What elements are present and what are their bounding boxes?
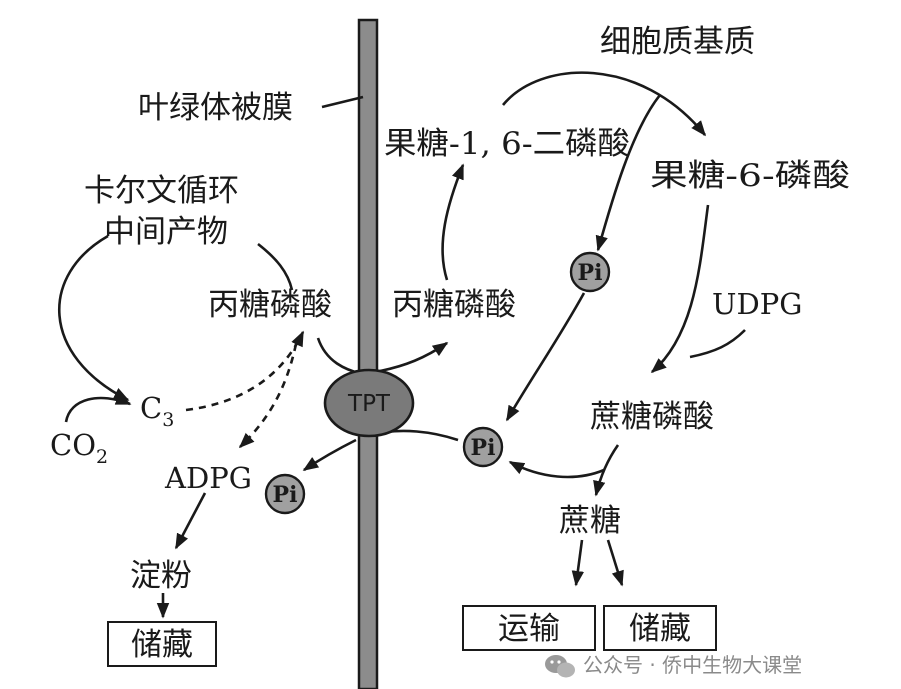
cytoplasm-matrix-label: 细胞质基质 bbox=[600, 24, 755, 60]
arrow-co2-to-c3 bbox=[64, 392, 132, 423]
c3-label: C3 bbox=[140, 391, 174, 431]
chloroplast-membrane bbox=[357, 18, 379, 689]
arrow-fbp-to-f6p bbox=[501, 71, 707, 137]
arrow-triose-to-fbp bbox=[441, 163, 465, 281]
pi-circle-chloroplast bbox=[264, 473, 306, 515]
starch-label: 淀粉 bbox=[130, 558, 192, 594]
arrow-intermediates-to-c3 bbox=[57, 234, 130, 402]
storage-box-right bbox=[603, 605, 717, 651]
tpt-transporter bbox=[323, 368, 415, 438]
arrow-intermediates-to-triose bbox=[257, 242, 294, 291]
arrow-f6p-to-sucrose-phosphate bbox=[650, 204, 710, 374]
dashed-arrow-triose-to-adpg bbox=[238, 343, 298, 449]
pi-circle-upper bbox=[569, 251, 611, 293]
tpt-label: TPT bbox=[347, 391, 391, 417]
calvin-cycle-label-line1: 卡尔文循环 bbox=[84, 173, 239, 209]
pi-circle-lower bbox=[462, 426, 504, 468]
calvin-cycle-label-line2: 中间产物 bbox=[104, 214, 228, 250]
watermark-text: 公众号 · 侨中生物大课堂 bbox=[583, 653, 802, 677]
dashed-arrow-c3-to-triose bbox=[185, 330, 305, 412]
c3-main: C bbox=[140, 391, 162, 425]
storage-right-label: 储藏 bbox=[629, 611, 691, 647]
arrow-branch-to-pi-lower bbox=[508, 460, 605, 479]
sucrose-phosphate-label: 蔗糖磷酸 bbox=[590, 399, 714, 435]
arrow-udpg-join bbox=[689, 329, 746, 359]
arrow-inner-triose-into-tpt bbox=[316, 337, 363, 376]
wechat-icon bbox=[545, 655, 575, 678]
arrow-pi-into-tpt bbox=[385, 429, 459, 442]
arrow-sucrose-phosphate-to-sucrose bbox=[593, 444, 620, 497]
storage-left-label: 储藏 bbox=[131, 627, 193, 663]
arrow-sucrose-to-storage bbox=[606, 539, 624, 587]
pi-label-upper: Pi bbox=[578, 260, 603, 286]
triose-phosphate-outer-label: 丙糖磷酸 bbox=[392, 287, 516, 323]
co2-main: CO bbox=[50, 428, 96, 462]
co2-label: CO2 bbox=[50, 428, 108, 468]
chloroplast-envelope-label: 叶绿体被膜 bbox=[138, 90, 293, 126]
arrow-pi-upper-to-pi-lower bbox=[505, 292, 586, 422]
pi-label-lower: Pi bbox=[471, 435, 496, 461]
pi-label-chloroplast: Pi bbox=[273, 482, 298, 508]
co2-subscript: 2 bbox=[96, 446, 108, 468]
envelope-leader-line bbox=[321, 95, 364, 109]
arrow-adpg-to-starch bbox=[174, 492, 207, 550]
storage-box-left bbox=[107, 621, 217, 667]
fructose-6-phosphate-label: 果糖-6-磷酸 bbox=[650, 158, 850, 194]
transport-label: 运输 bbox=[498, 611, 560, 647]
arrow-tpt-to-inner-pi bbox=[302, 438, 357, 472]
fructose-bisphosphate-label: 果糖-1, 6-二磷酸 bbox=[384, 126, 630, 162]
sucrose-label: 蔗糖 bbox=[559, 503, 621, 539]
arrow-arc-to-pi-upper bbox=[595, 94, 662, 252]
udpg-label: UDPG bbox=[712, 287, 802, 321]
arrow-sucrose-to-transport bbox=[571, 539, 585, 587]
adpg-label: ADPG bbox=[164, 461, 252, 495]
transport-box bbox=[462, 605, 596, 651]
arrow-tpt-to-outer-triose bbox=[379, 341, 449, 373]
c3-subscript: 3 bbox=[162, 409, 174, 431]
triose-phosphate-inner-label: 丙糖磷酸 bbox=[208, 287, 332, 323]
watermark: 公众号 · 侨中生物大课堂 bbox=[545, 653, 802, 678]
